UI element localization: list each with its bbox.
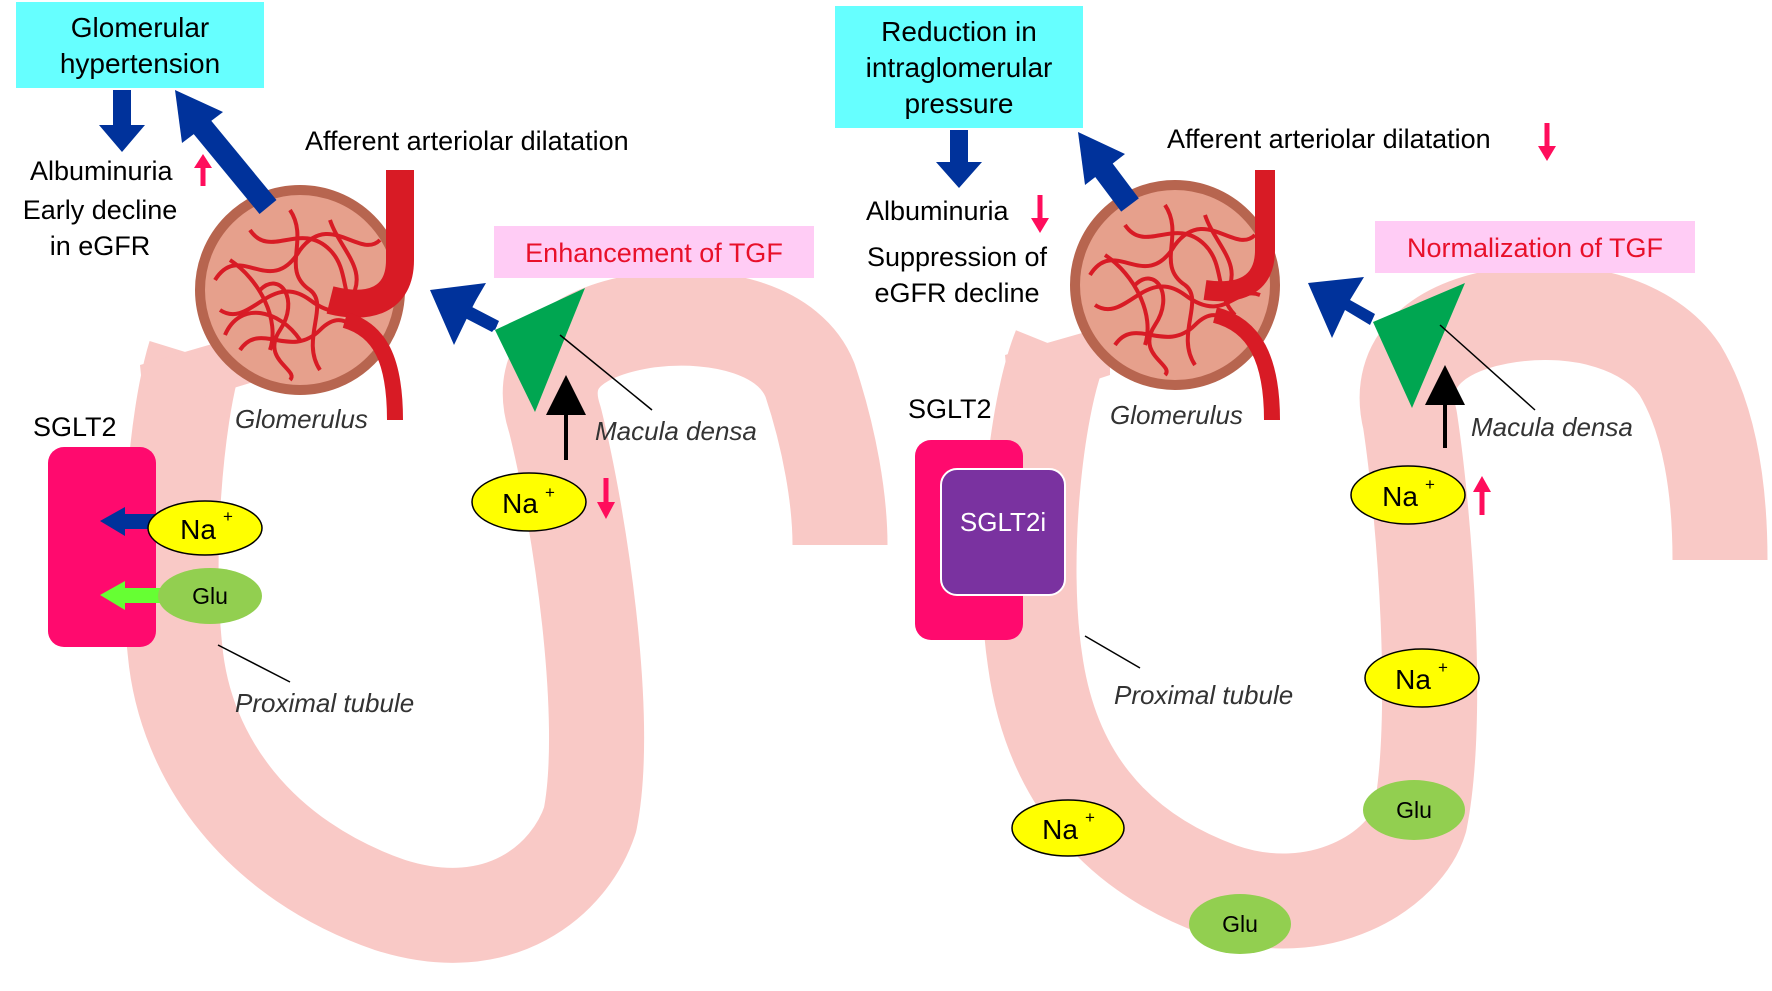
sglt2i-label: SGLT2i: [960, 507, 1046, 537]
svg-text:Na: Na: [1042, 814, 1078, 845]
right-tgf-label: Normalization of TGF: [1407, 233, 1663, 263]
right-afferent-arteriole: [1203, 170, 1275, 302]
glomerular-hypertension-line1: Glomerular: [71, 12, 209, 43]
right-tgf-arrow: [1308, 277, 1375, 338]
left-glu-molecule: Glu: [158, 568, 262, 624]
sglt2-inhibitor: [940, 468, 1066, 596]
right-glu-molecule-lower: Glu: [1189, 894, 1291, 954]
left-tubule: [123, 270, 888, 963]
left-tgf-label: Enhancement of TGF: [525, 238, 783, 268]
svg-text:Na: Na: [180, 514, 216, 545]
svg-text:+: +: [1438, 658, 1448, 677]
left-glu-arrow: [100, 581, 162, 610]
left-glomerulus-label: Glomerulus: [235, 404, 368, 434]
reduction-pressure-box: [835, 6, 1083, 128]
right-na-ion-tubule-lower: Na +: [1011, 799, 1125, 857]
svg-text:+: +: [545, 483, 555, 502]
glomerular-hypertension-line2: hypertension: [60, 48, 220, 79]
reduction-line3: pressure: [905, 88, 1014, 119]
right-suppression-line2: eGFR decline: [874, 278, 1039, 308]
left-macula-densa-label: Macula densa: [595, 416, 757, 446]
right-down-arrow: [936, 130, 982, 188]
svg-text:Na: Na: [502, 488, 538, 519]
left-early-decline-line1: Early decline: [23, 195, 178, 225]
svg-text:Na: Na: [1395, 664, 1431, 695]
left-tgf-box: [494, 226, 814, 278]
reduction-line2: intraglomerular: [866, 52, 1053, 83]
right-glomerulus-to-box-arrow: [1078, 132, 1139, 212]
right-suppression-line1: Suppression of: [867, 242, 1048, 272]
left-down-arrow: [99, 90, 145, 152]
right-na-up-red-arrow: [1473, 476, 1491, 515]
svg-text:+: +: [223, 507, 233, 526]
left-glomerulus-to-box-arrow: [175, 90, 277, 214]
left-panel: Glomerular hypertension Albuminuria Earl…: [16, 2, 888, 963]
right-albuminuria-label: Albuminuria: [866, 196, 1010, 226]
right-macula-densa: [1373, 283, 1465, 408]
left-proximal-tubule-label: Proximal tubule: [235, 688, 414, 718]
right-glomerulus-label: Glomerulus: [1110, 400, 1243, 430]
right-glu-molecule-upper: Glu: [1363, 780, 1465, 840]
reduction-line1: Reduction in: [881, 16, 1037, 47]
right-tubule: [981, 265, 1768, 949]
left-early-decline-line2: in eGFR: [50, 231, 151, 261]
left-macula-densa: [495, 288, 585, 412]
svg-text:Na: Na: [1382, 481, 1418, 512]
left-na-ion-macula: Na +: [471, 472, 587, 532]
right-panel: Reduction in intraglomerular pressure Al…: [835, 6, 1768, 954]
left-albuminuria-up-arrow: [194, 154, 212, 186]
left-sglt2-transporter: [48, 447, 156, 647]
left-afferent-label: Afferent arteriolar dilatation: [305, 126, 629, 156]
svg-text:Glu: Glu: [1396, 797, 1432, 823]
right-afferent-down-arrow: [1538, 123, 1556, 161]
left-na-down-arrow: [597, 478, 615, 519]
svg-text:+: +: [1425, 475, 1435, 494]
right-proximal-tubule-label: Proximal tubule: [1114, 680, 1293, 710]
svg-text:+: +: [1085, 808, 1095, 827]
right-albuminuria-down-arrow: [1031, 195, 1049, 233]
right-na-ion-macula: Na +: [1350, 465, 1466, 525]
left-glomerulus: [195, 170, 414, 421]
right-macula-densa-label: Macula densa: [1471, 412, 1633, 442]
left-sglt2-label: SGLT2: [33, 412, 117, 442]
glomerular-hypertension-box: [16, 2, 264, 88]
left-na-ion-sglt2: Na +: [147, 500, 263, 556]
right-afferent-label: Afferent arteriolar dilatation: [1167, 124, 1491, 154]
right-tgf-box: [1375, 221, 1695, 273]
svg-text:Glu: Glu: [1222, 911, 1258, 937]
right-sglt2-label: SGLT2: [908, 394, 992, 424]
right-glomerulus: [1070, 170, 1280, 421]
svg-text:Glu: Glu: [192, 583, 228, 609]
left-afferent-arteriole: [326, 170, 414, 318]
right-na-ion-tubule-upper: Na +: [1364, 648, 1480, 708]
left-albuminuria-label: Albuminuria: [30, 156, 174, 186]
